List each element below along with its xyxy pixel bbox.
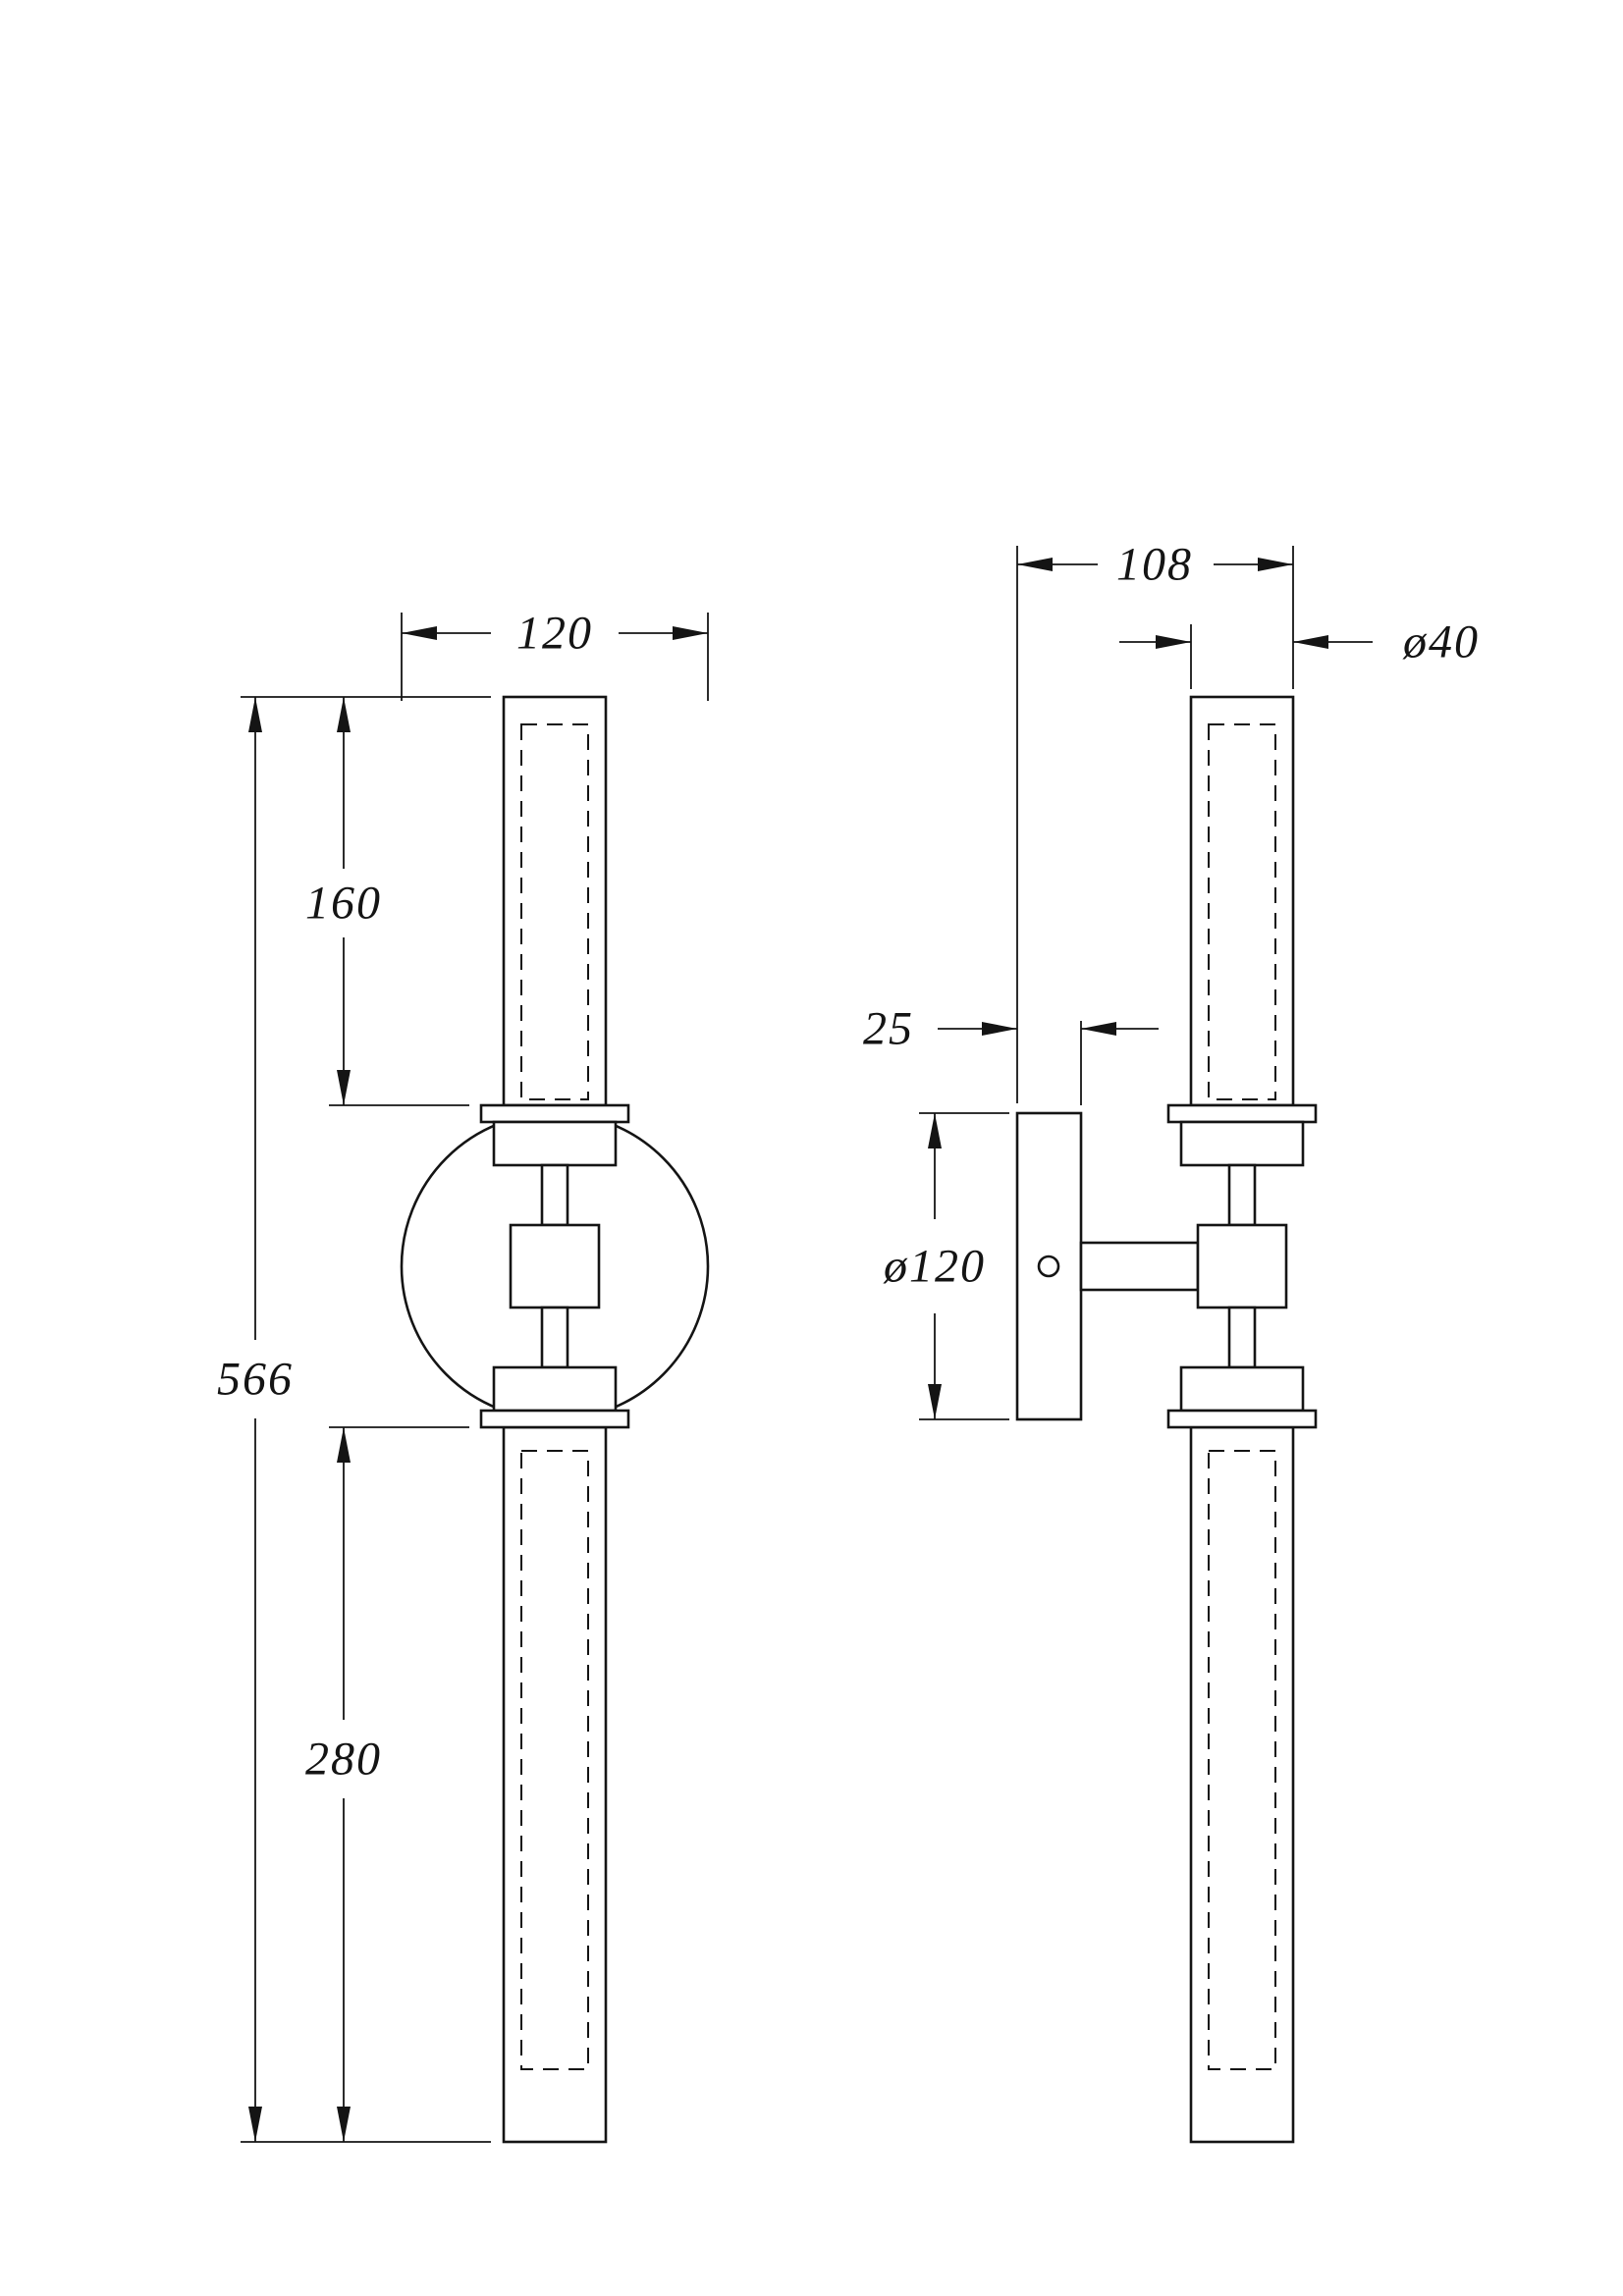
dim-label-plate-diameter: ø120: [883, 1241, 986, 1293]
top-flange-side: [1166, 1103, 1318, 1124]
upper-tube-inner-dashed: [520, 723, 589, 1100]
dim-upper-tube: 160: [305, 697, 382, 1105]
dim-label-plate-thickness: 25: [863, 1003, 914, 1055]
bottom-cap: [492, 1365, 618, 1413]
arrowhead-up-icon: [337, 697, 351, 732]
lower-tube-side-inner-dashed: [1208, 1450, 1276, 2070]
dim-label-total-depth: 108: [1116, 539, 1193, 591]
arrowhead-up-icon: [337, 1427, 351, 1463]
lower-tube-side: [1189, 1425, 1295, 2144]
top-flange: [479, 1103, 630, 1124]
bottom-stem: [540, 1306, 569, 1369]
arrowhead-right-icon: [673, 626, 708, 640]
upper-tube-side-inner-dashed: [1208, 723, 1276, 1100]
dim-label-total-height: 566: [217, 1354, 294, 1406]
arrowhead-left-icon: [1017, 558, 1053, 571]
front-dimensions: 120 160 566 280: [217, 608, 709, 2143]
dim-label-backplate-width: 120: [516, 608, 593, 660]
arrowhead-up-icon: [928, 1113, 942, 1148]
top-cap-side: [1179, 1120, 1305, 1167]
dim-plate-thickness: 25: [863, 1003, 1159, 1055]
dim-plate-diameter: ø120: [883, 1113, 986, 1419]
arrowhead-down-icon: [337, 1070, 351, 1105]
upper-tube: [502, 695, 608, 1107]
dim-label-lower-tube: 280: [305, 1734, 382, 1786]
arrowhead-right-icon: [1156, 635, 1191, 649]
mounting-arm: [1079, 1241, 1200, 1292]
top-stem-side: [1227, 1163, 1257, 1227]
bottom-cap-side: [1179, 1365, 1305, 1413]
lower-tube-inner-dashed: [520, 1450, 589, 2070]
arrowhead-down-icon: [248, 2107, 262, 2142]
side-view: [1015, 695, 1318, 2144]
arrowhead-up-icon: [248, 697, 262, 732]
bottom-stem-side: [1227, 1306, 1257, 1369]
arrowhead-left-icon: [402, 626, 437, 640]
arrowhead-down-icon: [337, 2107, 351, 2142]
arrowhead-down-icon: [928, 1384, 942, 1419]
bottom-flange: [479, 1409, 630, 1429]
dim-label-upper-tube: 160: [305, 878, 382, 930]
side-dimensions: 108 ø40 25 ø120: [863, 539, 1480, 1420]
upper-tube-side: [1189, 695, 1295, 1107]
dim-backplate-width: 120: [401, 608, 709, 701]
dim-total-depth: 108: [1017, 539, 1293, 591]
arrowhead-right-icon: [1258, 558, 1293, 571]
dim-total-height: 566: [217, 697, 294, 2142]
dim-label-tube-diameter: ø40: [1402, 616, 1480, 668]
center-block: [509, 1223, 601, 1309]
wall-plate: [1015, 1111, 1083, 1421]
top-stem: [540, 1163, 569, 1227]
screw-hole: [1037, 1255, 1060, 1278]
center-block-side: [1196, 1223, 1288, 1309]
arrowhead-right-icon: [982, 1022, 1017, 1036]
dim-tube-diameter: ø40: [1119, 616, 1480, 668]
front-view: [400, 695, 710, 2144]
bottom-flange-side: [1166, 1409, 1318, 1429]
lower-tube: [502, 1425, 608, 2144]
arrowhead-left-icon: [1293, 635, 1328, 649]
arrowhead-left-icon: [1081, 1022, 1116, 1036]
top-cap: [492, 1120, 618, 1167]
dim-lower-tube: 280: [305, 1427, 382, 2142]
